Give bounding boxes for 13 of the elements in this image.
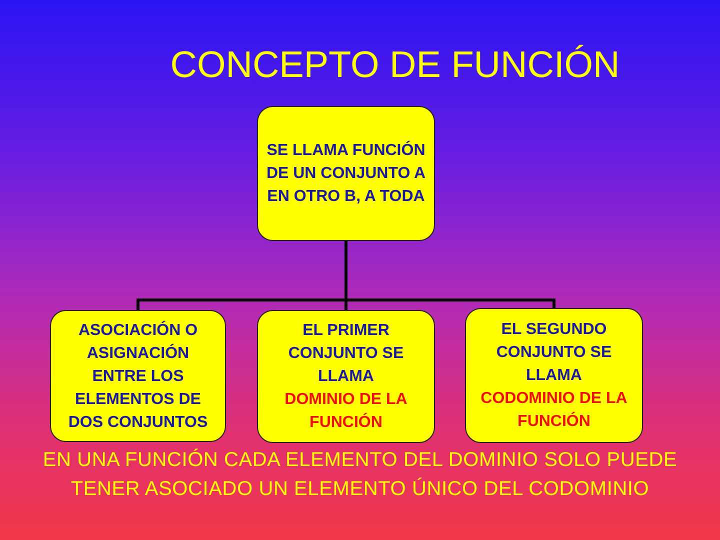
box-text: CODOMINIO DE LA FUNCIÓN <box>480 389 628 432</box>
box-text: SE LLAMA FUNCIÓN DE UN CONJUNTO A EN OTRO B, A TODA <box>266 140 426 207</box>
connector-line <box>344 241 556 308</box>
title: CONCEPTO DE FUNCIÓN <box>169 44 621 86</box>
box-text: EL PRIMER CONJUNTO SE LLAMA <box>287 321 405 387</box>
box-text: ASOCIACIÓN O ASIGNACIÓN ENTRE LOS ELEMENTOS DE DOS CONJUNTOS <box>67 320 209 432</box>
rounded-box <box>257 106 435 241</box>
box-text: EL SEGUNDO CONJUNTO SE LLAMA <box>495 320 613 386</box>
rounded-box <box>257 310 435 443</box>
rounded-box <box>50 310 226 442</box>
box-text: DOMINIO DE LA FUNCIÓN <box>284 390 408 433</box>
note-text: EN UNA FUNCIÓN CADA ELEMENTO DEL DOMINIO SOLO PUEDE TENER ASOCIADO UN ELEMENTO ÚNICO DEL CODOMINIO <box>42 448 678 502</box>
rounded-box <box>465 308 643 443</box>
